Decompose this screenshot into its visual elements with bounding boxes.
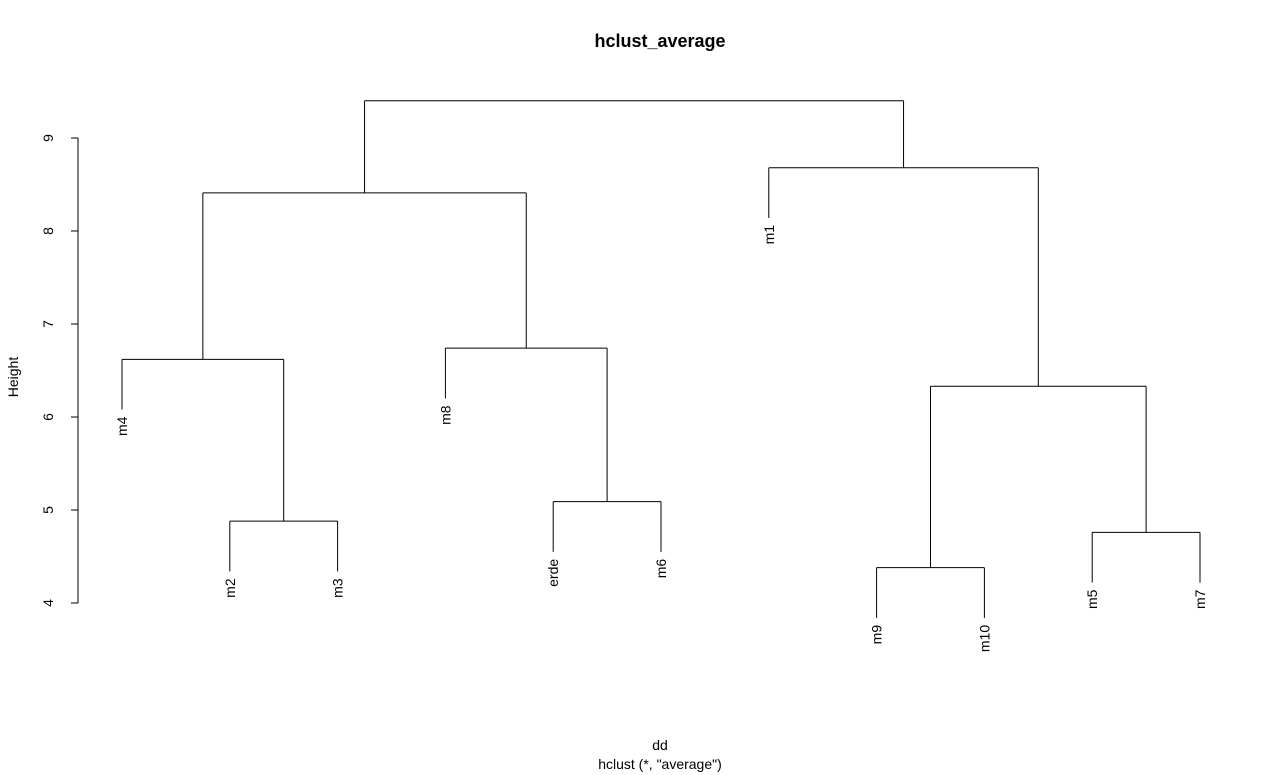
leaf-label: m10 [976,625,992,652]
leaf-label: erde [545,559,561,587]
y-tick-label: 8 [40,227,56,235]
y-axis: 4 5 6 7 8 9 [40,134,79,607]
chart-title: hclust_average [594,31,725,51]
y-tick-label: 6 [40,413,56,421]
leaf-label: m7 [1192,589,1208,609]
leaf-label: m8 [437,405,453,425]
x-axis-sublabel: hclust (*, "average") [598,756,722,772]
y-tick-label: 7 [40,320,56,328]
leaf-label: m3 [330,578,346,598]
leaf-label: m6 [653,559,669,579]
y-tick-label: 4 [40,599,56,607]
y-tick-label: 9 [40,134,56,142]
leaf-label: m5 [1084,589,1100,609]
leaf-label: m9 [869,625,885,645]
y-tick-label: 5 [40,506,56,514]
dendrogram-tree [121,100,1201,618]
y-axis-label: Height [5,357,21,398]
leaf-labels: m4 m2 m3 m8 erde m6 m1 m9 m10 m5 m7 [114,225,1208,652]
leaf-label: m1 [761,225,777,245]
leaf-label: m4 [114,416,130,436]
leaf-label: m2 [222,578,238,598]
x-axis-label: dd [652,737,668,753]
